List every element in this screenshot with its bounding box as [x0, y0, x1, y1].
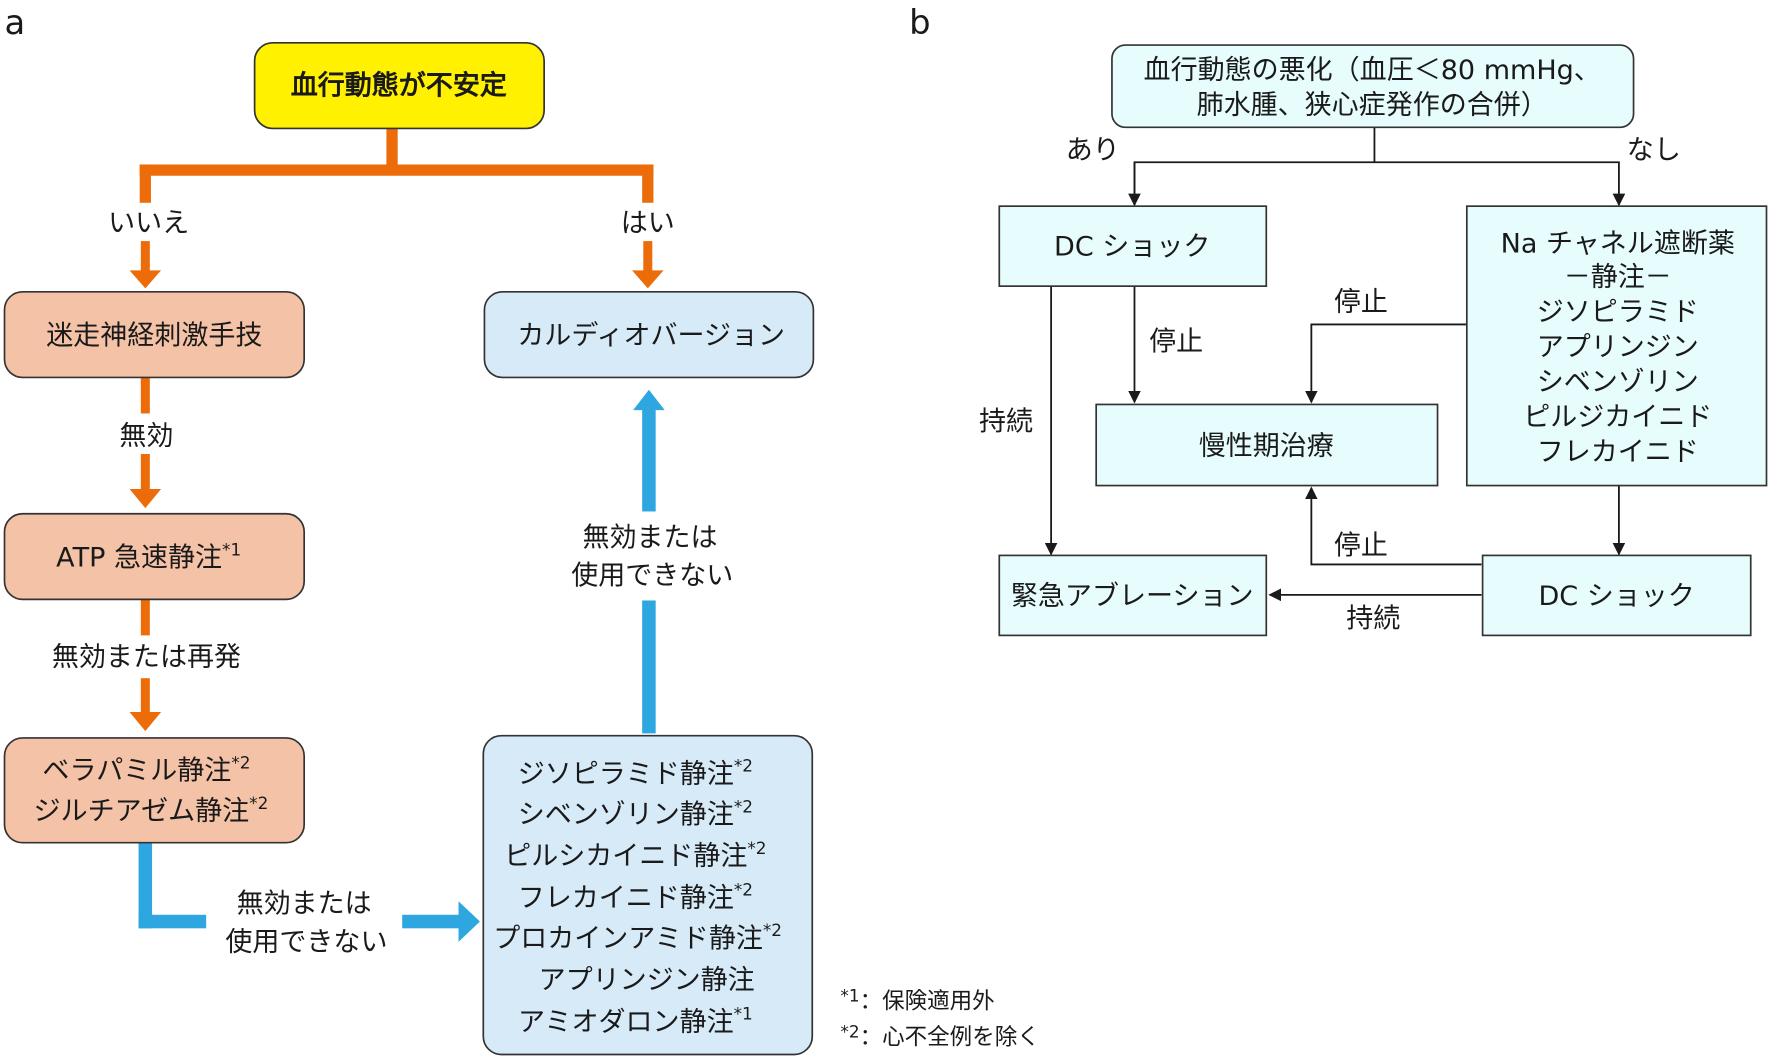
stop-label-3: 停止 — [1334, 530, 1388, 561]
drug-item: ピルシカイニド静注*2 — [504, 838, 766, 872]
yes-label: あり — [1066, 135, 1120, 166]
chronic-treatment-node: 慢性期治療 — [1095, 403, 1439, 487]
branch-no-label: いいえ — [108, 208, 189, 239]
svg-text:血行動態が不安定: 血行動態が不安定 — [291, 70, 507, 102]
svg-text:シベンゾリン: シベンゾリン — [1537, 367, 1699, 398]
svg-text:緊急アブレーション: 緊急アブレーション — [1011, 581, 1254, 612]
panel-b-label: b — [909, 3, 930, 42]
svg-text:DC ショック: DC ショック — [1538, 581, 1694, 612]
start-node: 血行動態が不安定 — [253, 41, 545, 130]
svg-text:アプリンジン: アプリンジン — [1537, 332, 1699, 363]
svg-text:－静注－: －静注－ — [1564, 262, 1672, 293]
unusable-label-1b: 使用できない — [225, 927, 387, 958]
verapamil-text: ベラパミル静注*2 — [42, 752, 250, 786]
panel-a-label: a — [5, 3, 26, 42]
panel-b-connectors — [1044, 127, 1626, 602]
svg-text:慢性期治療: 慢性期治療 — [1199, 431, 1334, 462]
antiarrhythmic-drugs-node: ジソピラミド静注*2 シベンゾリン静注*2 ピルシカイニド静注*2 フレカイニド… — [482, 734, 814, 1056]
blue-connectors — [138, 389, 665, 942]
svg-text:カルディオバージョン: カルディオバージョン — [517, 321, 785, 352]
orange-connectors — [129, 117, 664, 732]
svg-text:ピルジカイニド: ピルジカイニド — [1523, 402, 1712, 433]
svg-text:フレカイニド: フレカイニド — [1537, 437, 1699, 468]
branch-yes-label: はい — [621, 208, 675, 239]
emergency-ablation-node: 緊急アブレーション — [998, 554, 1268, 637]
atp-text: ATP 急速静注*1 — [56, 539, 241, 573]
ineffective-label: 無効 — [119, 421, 173, 452]
hemodynamic-deterioration-node: 血行動態の悪化（血圧＜80 mmHg、 肺水腫、狭心症発作の合併） — [1111, 44, 1635, 129]
drug-item: アプリンジン静注 — [539, 965, 755, 996]
drug-item: シベンゾリン静注*2 — [518, 796, 753, 830]
stop-label-2: 停止 — [1149, 326, 1203, 357]
na-channel-blocker-node: Na チャネル遮断薬 －静注－ ジソピラミド アプリンジン シベンゾリン ピルジ… — [1465, 205, 1768, 487]
svg-text:ジソピラミド: ジソピラミド — [1537, 297, 1699, 328]
ineffective-or-relapse-label: 無効または再発 — [52, 642, 241, 673]
unusable-label-2b: 使用できない — [571, 561, 733, 592]
drug-item: アミオダロン静注*1 — [518, 1004, 753, 1038]
footnote-1: *1：保険適用外 — [840, 986, 994, 1015]
unusable-label-1a: 無効または — [237, 889, 372, 920]
unusable-label-2a: 無効または — [582, 522, 717, 553]
svg-text:血行動態の悪化（血圧＜80 mmHg、: 血行動態の悪化（血圧＜80 mmHg、 — [1144, 55, 1601, 86]
ca-blocker-node: ベラパミル静注*2 ジルチアゼム静注*2 — [3, 737, 306, 844]
svg-text:Na チャネル遮断薬: Na チャネル遮断薬 — [1501, 228, 1735, 259]
no-label: なし — [1627, 135, 1681, 166]
drug-item: プロカインアミド静注*2 — [493, 920, 782, 954]
drug-item: ジソピラミド静注*2 — [518, 756, 753, 790]
continue-label-2: 持続 — [1346, 604, 1400, 635]
dc-shock-node-2: DC ショック — [1481, 554, 1752, 637]
svg-text:DC ショック: DC ショック — [1054, 232, 1210, 263]
cardioversion-node: カルディオバージョン — [483, 290, 815, 379]
svg-text:迷走神経刺激手技: 迷走神経刺激手技 — [46, 321, 262, 352]
svg-text:肺水腫、狭心症発作の合併）: 肺水腫、狭心症発作の合併） — [1197, 90, 1548, 121]
continue-label-1: 持続 — [979, 406, 1033, 437]
stop-label-1: 停止 — [1334, 287, 1388, 318]
diltiazem-text: ジルチアゼム静注*2 — [34, 793, 269, 827]
vagal-maneuver-node: 迷走神経刺激手技 — [3, 290, 306, 379]
atp-node: ATP 急速静注*1 — [3, 512, 306, 601]
drug-item: フレカイニド静注*2 — [518, 880, 753, 914]
footnote-2: *2：心不全例を除く — [840, 1022, 1039, 1051]
footnotes: *1：保険適用外 *2：心不全例を除く — [840, 986, 1039, 1051]
dc-shock-node-1: DC ショック — [998, 205, 1268, 288]
